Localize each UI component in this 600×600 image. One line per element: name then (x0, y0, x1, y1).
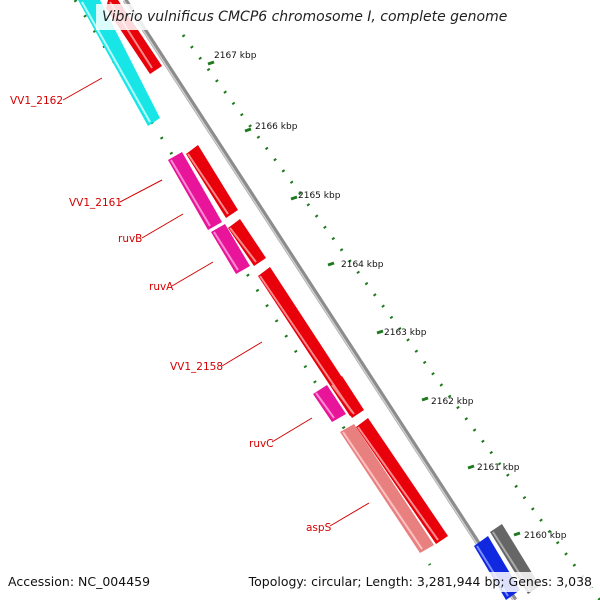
tick-label: 2163 kbp (384, 328, 427, 338)
gene-labels: VV1_2162 VV1_2161 ruvB ruvA VV1_2158 ruv… (10, 77, 370, 534)
gene-label-vv1-2161[interactable]: VV1_2161 (69, 197, 122, 209)
gene-label-ruva[interactable]: ruvA (149, 281, 174, 293)
gene-ruvb[interactable] (228, 219, 266, 266)
major-tick (513, 531, 521, 537)
gene-pink-3[interactable] (313, 385, 346, 422)
gene-label-vv1-2162[interactable]: VV1_2162 (10, 95, 63, 107)
gene-label-asps[interactable]: aspS (306, 522, 332, 534)
tick-label: 2161 kbp (477, 463, 520, 473)
accession-text: Accession: NC_004459 (8, 572, 151, 592)
gene-vv1-2158[interactable] (330, 376, 364, 418)
label-leader (271, 417, 313, 443)
label-leader (329, 502, 370, 527)
gene-label-ruvc[interactable]: ruvC (249, 438, 274, 450)
forward-genes (106, 0, 448, 544)
major-tick (244, 127, 252, 133)
label-leader (62, 77, 103, 101)
backbone-line (122, 0, 518, 600)
gene-label-ruvb[interactable]: ruvB (118, 233, 142, 245)
major-tick (290, 195, 298, 201)
topology-summary: Topology: circular; Length: 3,281,944 bp… (248, 572, 592, 592)
gene-pink-2[interactable] (211, 224, 250, 274)
reverse-genes (78, 0, 540, 600)
label-leader (221, 341, 263, 367)
major-tick (207, 60, 215, 66)
label-leader (171, 261, 214, 287)
major-tick (327, 261, 335, 267)
gene-label-vv1-2158[interactable]: VV1_2158 (170, 361, 223, 373)
backbone (122, 0, 518, 600)
tick-marks: 2167 kbp 2166 kbp 2165 kbp 2164 kbp 2163… (207, 51, 567, 541)
genome-title: Vibrio vulnificus CMCP6 chromosome I, co… (96, 4, 514, 30)
gene-aspS-salmon[interactable] (340, 424, 434, 553)
tick-label: 2160 kbp (524, 531, 567, 541)
tick-label: 2166 kbp (255, 122, 298, 132)
gene-pink-1[interactable] (168, 152, 222, 230)
gene-ruvc[interactable] (356, 418, 448, 544)
tick-label: 2164 kbp (341, 260, 384, 270)
label-leader (141, 213, 184, 239)
major-tick (467, 464, 475, 470)
outer-tick-ring (181, 34, 600, 600)
tick-rings (73, 0, 600, 600)
tick-label: 2165 kbp (298, 191, 341, 201)
major-tick (421, 396, 429, 402)
tick-label: 2162 kbp (431, 397, 474, 407)
label-leader (119, 179, 163, 203)
tick-label: 2167 kbp (214, 51, 257, 61)
gene-vv1-2161[interactable] (186, 145, 238, 218)
major-tick (376, 329, 384, 335)
gene-ruva[interactable] (258, 267, 362, 416)
